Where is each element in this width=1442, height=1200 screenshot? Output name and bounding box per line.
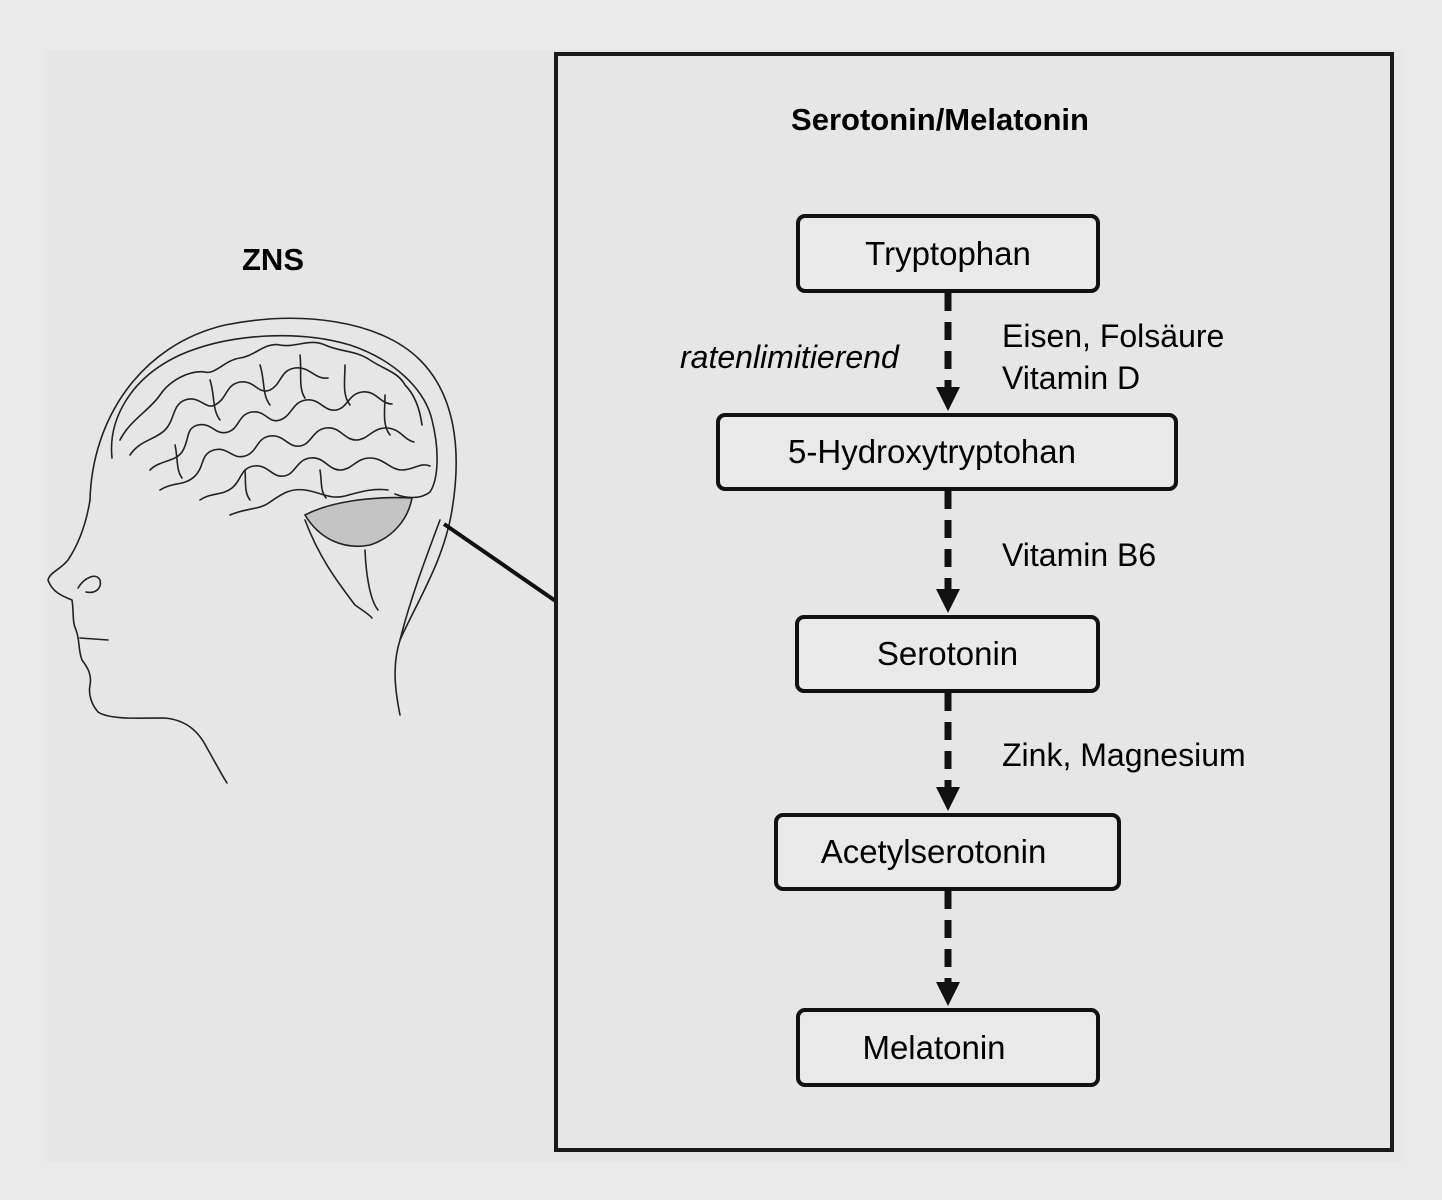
step-label: Tryptophan (865, 234, 1031, 272)
brain-outline (110, 334, 438, 499)
cofactor-1-line-2: Vitamin D (1002, 360, 1141, 396)
arrow-1 (936, 293, 960, 411)
pathway-panel (554, 52, 1394, 1152)
neck-back-line (399, 519, 441, 641)
cerebellum (303, 496, 413, 547)
head-outline-back (89, 317, 457, 716)
step-tryptophan: Tryptophan (796, 214, 1100, 293)
step-serotonin: Serotonin (795, 615, 1100, 693)
step-melatonin: Melatonin (796, 1008, 1100, 1087)
step-label: 5-Hydroxytryptohan (788, 433, 1076, 470)
figure-background (44, 50, 1404, 1162)
brainstem-line (364, 549, 379, 611)
rate-limiting-note: ratenlimitierend (680, 339, 899, 375)
cofactor-3: Zink, Magnesium (1002, 737, 1246, 773)
arrow-2 (936, 491, 960, 613)
cofactor-1-line-1: Eisen, Folsäure (1002, 318, 1225, 354)
step-acetylserotonin: Acetylserotonin (774, 813, 1121, 891)
connector-line (442, 522, 559, 604)
step-5-hydroxytryptophan: 5-Hydroxytryptohan (716, 413, 1178, 491)
arrow-4 (936, 891, 960, 1006)
zns-title: ZNS (242, 242, 304, 277)
pathway-title: Serotonin/Melatonin (791, 102, 1089, 137)
mouth (79, 637, 109, 641)
arrow-3 (936, 693, 960, 811)
neck-line (304, 519, 373, 619)
step-label: Serotonin (876, 635, 1019, 672)
nostril (77, 575, 102, 594)
face-profile (47, 499, 228, 784)
step-label: Acetylserotonin (820, 833, 1047, 870)
step-label: Melatonin (862, 1028, 1006, 1066)
cofactor-2: Vitamin B6 (1002, 537, 1157, 573)
